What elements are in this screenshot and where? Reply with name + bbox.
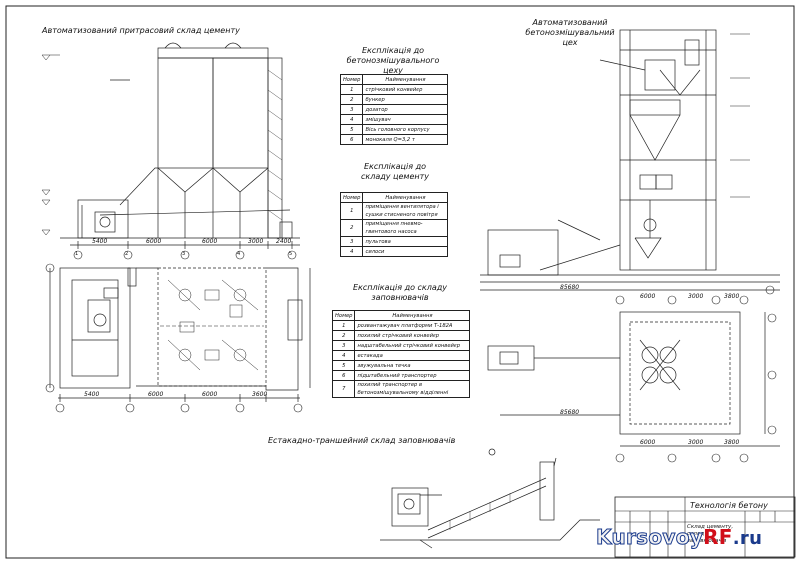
concrete-shop-title: Автоматизований бетонозмішувальний цех: [525, 18, 615, 47]
axis-label: 5: [289, 251, 293, 257]
axis-markers-plan: [45, 263, 303, 413]
table-header: Найменування: [362, 192, 449, 203]
table-shop-title: Експлікація до бетонозмішувального цеху: [346, 46, 440, 75]
cement-store-elevation: [41, 42, 300, 249]
cement-store-plan: [49, 267, 311, 402]
dim-label: 5400: [84, 391, 100, 398]
table-header: Найменування: [354, 310, 471, 321]
title-block: [615, 497, 795, 557]
dim-label: 6000: [146, 238, 162, 245]
dim-label: 3600: [252, 391, 268, 398]
concrete-shop-plan: [487, 311, 780, 447]
dim-label: 3000: [248, 238, 264, 245]
axis-label: 2: [125, 251, 129, 257]
dim-label: 3000: [688, 439, 704, 446]
axis-markers-shop-elevation: [615, 285, 775, 305]
axis-label: 3: [182, 251, 186, 257]
axis-markers-elevation: [73, 250, 297, 260]
concrete-shop-elevation: [480, 29, 780, 291]
cement-store-title: Автоматизований притрасовий склад цемент…: [42, 26, 240, 35]
dim-label: 3800: [724, 439, 740, 446]
table-header: Номер: [339, 192, 364, 203]
dim-label: 3800: [724, 293, 740, 300]
axis-label: 4: [237, 251, 241, 257]
dim-label: 3000: [688, 293, 704, 300]
dim-label: 6000: [640, 439, 656, 446]
dim-label: 6000: [202, 238, 218, 245]
stamp-title: Технологія бетону: [690, 501, 768, 510]
axis-label: 1: [75, 251, 79, 257]
dim-label: 6000: [202, 391, 218, 398]
table-header: Номер: [331, 310, 356, 321]
dim-label: 85680: [560, 409, 580, 416]
stamp-subtitle: Склад цементу, склад заповнювачів: [687, 524, 734, 544]
table-header: Номер: [339, 74, 364, 85]
aggregate-store-section: [380, 448, 600, 549]
aggregate-store-title: Естакадно-траншейний склад заповнювачів: [268, 436, 456, 445]
table-header: Найменування: [362, 74, 449, 85]
dim-label: 6000: [640, 293, 656, 300]
table-cement-title: Експлікація до складу цементу: [360, 162, 429, 181]
axis-markers-shop-plan: [615, 313, 777, 463]
sheet-frame: [5, 5, 795, 559]
dim-label: 85680: [560, 284, 580, 291]
site-logo: KursovoyRF.ru: [595, 525, 763, 550]
dim-label: 5400: [92, 238, 108, 245]
table-aggr-title: Експлікація до складу заповнювачів: [352, 283, 448, 302]
dim-label: 6000: [148, 391, 164, 398]
dim-label: 2400: [276, 238, 292, 245]
